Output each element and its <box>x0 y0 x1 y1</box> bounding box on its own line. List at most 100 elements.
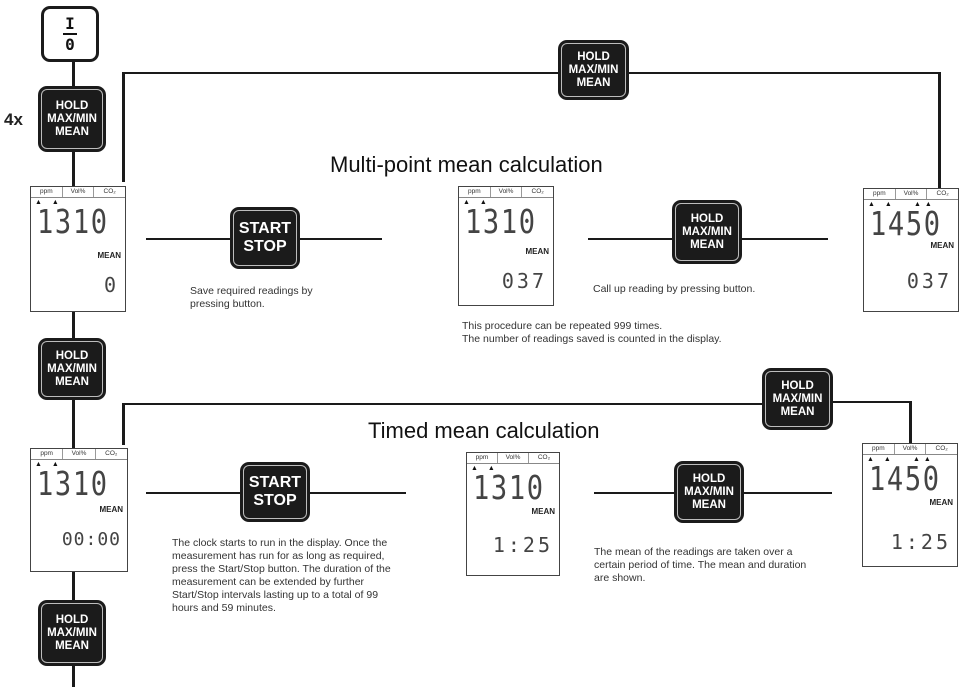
connector-line <box>72 572 75 600</box>
connector-line <box>310 492 406 494</box>
unit-co2: CO₂ <box>531 188 544 195</box>
hold-label: HOLD <box>692 472 726 485</box>
lcd-timer: 1:25 <box>492 533 553 557</box>
power-off-symbol: 0 <box>65 35 75 54</box>
mean-label: MEAN <box>692 498 726 511</box>
connector-line <box>300 238 382 240</box>
lcd-unit-header: ppm Vol% CO₂ <box>459 187 553 198</box>
unit-ppm: ppm <box>31 187 63 197</box>
power-on-symbol: I <box>65 14 75 33</box>
connector-line <box>744 492 832 494</box>
lcd-mean-label: MEAN <box>929 498 953 507</box>
lcd-display: ppm Vol% CO₂ ▲▲ 1310 MEAN 0 <box>30 186 126 312</box>
lcd-counter: 037 <box>906 269 952 293</box>
note-clock-runs: The clock starts to run in the display. … <box>172 537 391 614</box>
lcd-unit-header: ppm Vol% CO₂ <box>863 444 957 455</box>
stop-label: STOP <box>253 492 297 509</box>
connector-line <box>909 401 912 443</box>
max-min-label: MAX/MIN <box>47 112 97 125</box>
connector-line <box>594 492 674 494</box>
connector-line <box>833 401 911 403</box>
lcd-timer: 1:25 <box>890 530 951 554</box>
start-label: START <box>238 220 292 237</box>
lcd-display: ppm Vol% CO₂ ▲▲ 1310 MEAN 00:00 <box>30 448 128 572</box>
max-min-label: MAX/MIN <box>568 63 619 76</box>
unit-ppm: ppm <box>31 449 64 459</box>
note-call-reading: Call up reading by pressing button. <box>593 283 756 295</box>
note-repeat-line-1: This procedure can be repeated 999 times… <box>462 320 663 332</box>
lcd-counter: 037 <box>501 269 547 293</box>
indicator-arrows-icon: ▲▲ <box>868 201 902 208</box>
lcd-unit-header: ppm Vol% CO₂ <box>31 449 127 460</box>
connector-line <box>742 238 828 240</box>
mean-label: MEAN <box>576 76 611 89</box>
section-title-timed: Timed mean calculation <box>368 418 600 443</box>
hold-label: HOLD <box>55 613 89 626</box>
note-mean-duration: The mean of the readings are taken over … <box>594 546 807 584</box>
lcd-mean-label: MEAN <box>97 251 121 260</box>
unit-vol-percent: Vol% <box>491 187 523 197</box>
power-icon: I 0 <box>44 9 96 59</box>
indicator-arrows-icon: ▲▲ <box>35 199 69 206</box>
lcd-display: ppm Vol% CO₂ ▲▲ 1310 MEAN 1:25 <box>466 452 560 576</box>
lcd-unit-header: ppm Vol% CO₂ <box>864 189 958 200</box>
press-count-label: 4x <box>4 110 23 129</box>
indicator-arrows-icon: ▲▲ <box>914 201 936 208</box>
hold-label: HOLD <box>577 50 610 63</box>
unit-co2: CO₂ <box>537 454 551 461</box>
indicator-arrows-icon: ▲▲ <box>463 199 497 206</box>
note-save-readings: Save required readings by pressing butto… <box>190 285 313 310</box>
hold-label: HOLD <box>781 379 814 392</box>
lcd-main-reading: 1310 <box>37 202 109 241</box>
unit-ppm: ppm <box>459 187 491 197</box>
hold-label: HOLD <box>55 349 89 362</box>
lcd-main-reading: 1310 <box>37 464 109 503</box>
unit-co2: CO₂ <box>935 445 948 452</box>
section-title-multi-point: Multi-point mean calculation <box>330 152 603 177</box>
unit-vol-percent: Vol% <box>896 189 928 199</box>
unit-co2: CO₂ <box>105 450 118 457</box>
note-repeat-line-2: The number of readings saved is counted … <box>462 333 722 345</box>
unit-vol-percent: Vol% <box>498 453 529 463</box>
connector-line <box>72 152 75 186</box>
unit-vol-percent: Vol% <box>63 449 96 459</box>
lcd-display: ppm Vol% CO₂ ▲▲ ▲▲ 1450 MEAN 037 <box>863 188 959 312</box>
start-label: START <box>248 474 302 491</box>
max-min-label: MAX/MIN <box>772 392 823 405</box>
connector-line <box>72 62 75 86</box>
lcd-main-reading: 1310 <box>473 468 545 507</box>
connector-line <box>122 403 125 445</box>
lcd-unit-header: ppm Vol% CO₂ <box>31 187 125 198</box>
lcd-main-reading: 1450 <box>869 459 941 498</box>
connector-line <box>122 403 762 405</box>
connector-line <box>72 666 75 687</box>
power-divider <box>63 33 77 35</box>
indicator-arrows-icon: ▲▲ <box>867 456 901 463</box>
hold-label: HOLD <box>690 212 724 225</box>
power-button[interactable]: I 0 <box>41 6 99 62</box>
connector-line <box>938 72 941 188</box>
max-min-label: MAX/MIN <box>47 626 97 639</box>
connector-line <box>122 72 125 182</box>
lcd-main-reading: 1310 <box>465 202 537 241</box>
mean-label: MEAN <box>780 405 815 418</box>
max-min-label: MAX/MIN <box>47 362 97 375</box>
unit-ppm: ppm <box>864 189 896 199</box>
lcd-display: ppm Vol% CO₂ ▲▲ ▲▲ 1450 MEAN 1:25 <box>862 443 958 567</box>
connector-line <box>72 400 75 448</box>
lcd-timer: 00:00 <box>61 529 121 550</box>
mean-label: MEAN <box>55 125 89 138</box>
connector-line <box>588 238 672 240</box>
unit-ppm: ppm <box>863 444 895 454</box>
connector-line <box>146 238 230 240</box>
connector-line <box>146 492 240 494</box>
